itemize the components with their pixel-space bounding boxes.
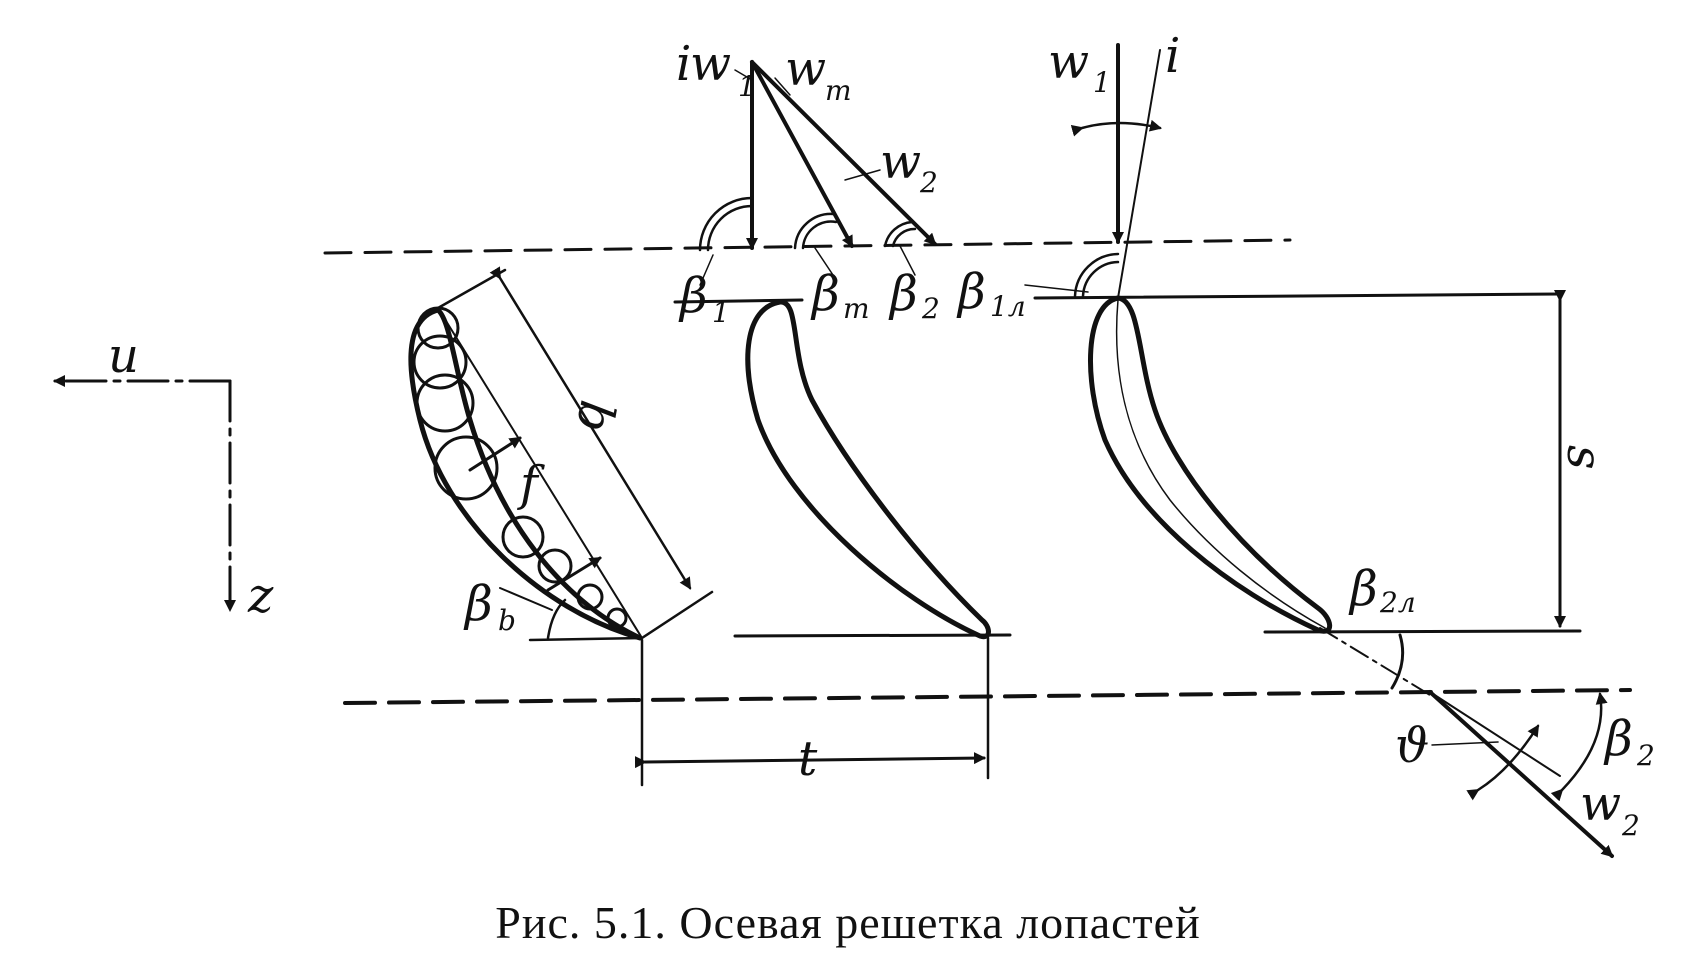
beta1-subscript: 1 bbox=[712, 296, 730, 329]
figure-caption: Рис. 5.1. Осевая решетка лопастей bbox=[495, 897, 1200, 948]
w2-label-top: w bbox=[880, 134, 921, 190]
beta1l-label: β bbox=[956, 264, 986, 320]
axis-label-u: u bbox=[108, 328, 139, 384]
beta1l-subscript: 1л bbox=[990, 290, 1026, 323]
deviation-label-theta: ϑ bbox=[1395, 718, 1429, 774]
wm-subscript: m bbox=[825, 74, 852, 107]
coordinate-axes: u z bbox=[53, 328, 274, 624]
w2-subscript-top: 2 bbox=[919, 166, 938, 199]
beta2-label-top: β bbox=[888, 266, 918, 322]
blade-2 bbox=[673, 298, 1012, 640]
axis-label-z: z bbox=[247, 568, 274, 624]
inlet-boundary-line bbox=[323, 238, 1292, 255]
inlet-angle-blade-3: w 1 i β 1л bbox=[956, 28, 1180, 323]
w2-label-right: w bbox=[1580, 776, 1621, 832]
wm-label: w bbox=[785, 41, 826, 97]
betam-subscript: m bbox=[843, 292, 870, 325]
camber-label-f: f bbox=[517, 456, 545, 512]
beta1-label: β bbox=[678, 268, 708, 324]
blade-1: b f β b bbox=[408, 266, 714, 642]
beta-b-label: β bbox=[463, 576, 493, 632]
beta2-subscript-right: 2 bbox=[1636, 739, 1655, 772]
velocity-triangle: i w 1 w m w 2 β 1 β m β 2 bbox=[676, 36, 940, 329]
w1-label-right: w bbox=[1048, 34, 1089, 90]
pitch-label-s: s bbox=[1556, 445, 1612, 470]
blade-3: s bbox=[1033, 290, 1612, 634]
beta2l-subscript: 2л bbox=[1379, 586, 1416, 619]
chord-label-b: b bbox=[565, 396, 625, 436]
beta-b-subscript: b bbox=[498, 604, 516, 637]
beta2l-label: β bbox=[1348, 561, 1378, 617]
outlet-angle-group: β 2л ϑ β 2 w 2 bbox=[1319, 561, 1655, 858]
w1-label-top: w bbox=[690, 36, 731, 92]
beta2-label-right: β bbox=[1603, 711, 1633, 767]
incidence-label-right: i bbox=[1165, 28, 1180, 84]
w1-subscript-right: 1 bbox=[1093, 66, 1111, 99]
w2-subscript-right: 2 bbox=[1621, 809, 1640, 842]
betam-label: β bbox=[810, 266, 840, 322]
pitch-label-t: t bbox=[798, 731, 818, 787]
incidence-label-left: i bbox=[676, 36, 691, 92]
pitch-dimension-t: t bbox=[634, 636, 990, 787]
w1-subscript-top: 1 bbox=[738, 70, 756, 103]
beta2-subscript-top: 2 bbox=[921, 292, 940, 325]
